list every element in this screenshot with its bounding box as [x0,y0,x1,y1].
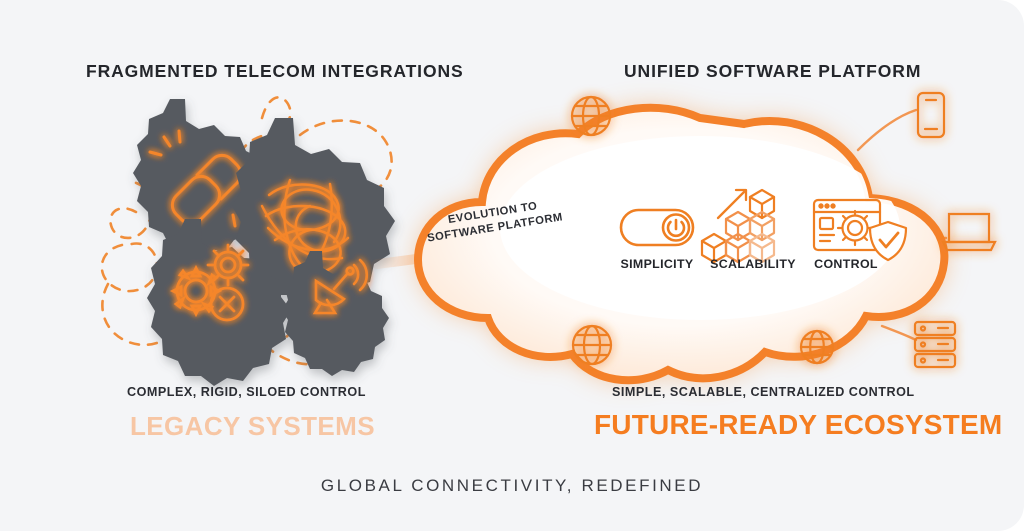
dashboard-gear-shield-icon [812,198,908,262]
future-caption: SIMPLE, SCALABLE, CENTRALIZED CONTROL [612,385,915,399]
legacy-caption: COMPLEX, RIGID, SILOED CONTROL [127,385,366,399]
left-section-header: FRAGMENTED TELECOM INTEGRATIONS [86,61,464,81]
node-globe-bottom-center [799,329,835,365]
node-globe-top-left [570,95,612,137]
node-globe-bottom-left [571,324,613,366]
pillar-label-scalability: SCALABILITY [710,257,796,271]
right-section-header: UNIFIED SOFTWARE PLATFORM [624,61,922,81]
pillar-label-control: CONTROL [814,257,878,271]
node-smartphone-top-right [916,91,946,139]
blob-satellite-dish [282,251,389,376]
node-server-bottom-right [913,320,957,369]
power-toggle-icon [619,208,695,247]
legacy-blob-group [133,99,395,386]
node-laptop-right [941,212,997,252]
pillar-label-simplicity: SIMPLICITY [620,257,694,271]
gears-error-icon [169,243,250,322]
blob-gears-error [147,219,291,386]
satellite-dish-icon [312,258,369,315]
legacy-title: LEGACY SYSTEMS [130,411,375,441]
footer-tagline: GLOBAL CONNECTIVITY, REDEFINED [320,476,704,495]
future-title: FUTURE-READY ECOSYSTEM [594,409,1003,440]
stacked-cubes-growth-icon [700,188,776,264]
